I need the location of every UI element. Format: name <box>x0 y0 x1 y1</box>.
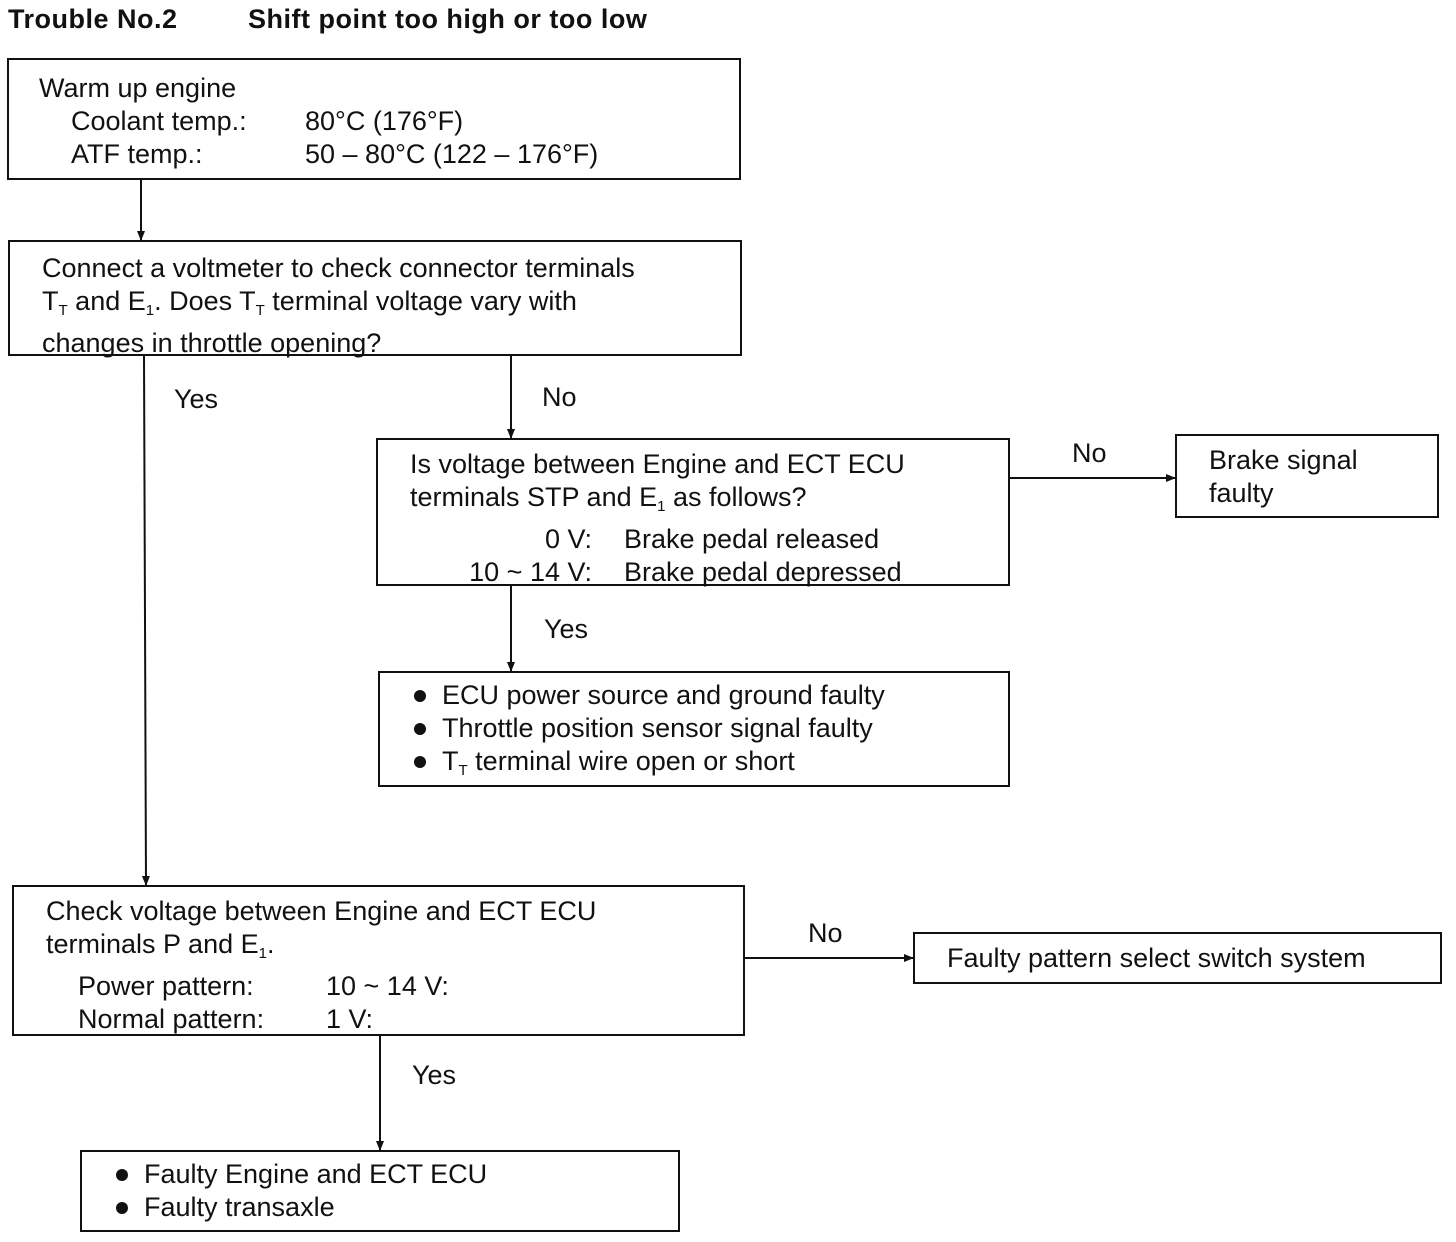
stp-voltage-box: Is voltage between Engine and ECT ECU te… <box>376 438 1010 589</box>
atf-value: 50 – 80°C (122 – 176°F) <box>305 139 599 169</box>
stp-depressed-value: 10 ~ 14 V: <box>469 557 592 587</box>
atf-row: ATF temp.: 50 – 80°C (122 – 176°F) <box>39 138 739 171</box>
stp-row-depressed: 10 ~ 14 V: Brake pedal depressed <box>410 556 1008 589</box>
voltmeter-does-t: . Does T <box>154 286 256 316</box>
voltmeter-e-sub: 1 <box>145 302 155 319</box>
label-no-pattern: No <box>808 918 843 948</box>
ecu-fault-t-sub: T <box>458 762 468 779</box>
voltmeter-t1: T <box>42 286 59 316</box>
normal-pattern-row: Normal pattern: 1 V: <box>46 1003 743 1036</box>
ecu-fault-t: T <box>442 746 459 776</box>
ecu-fault-text: terminal wire open or short <box>467 746 795 776</box>
bullet-icon <box>414 690 426 702</box>
voltmeter-box: Connect a voltmeter to check connector t… <box>8 240 742 358</box>
stp-depressed-desc: Brake pedal depressed <box>624 557 902 587</box>
power-pattern-value: 10 ~ 14 V: <box>326 971 449 1001</box>
warmup-box: Warm up engine Coolant temp.: 80°C (176°F… <box>7 58 741 180</box>
voltmeter-vary: terminal voltage vary with <box>264 286 577 316</box>
stp-line1: Is voltage between Engine and ECT ECU <box>410 449 905 479</box>
bullet-icon <box>116 1202 128 1214</box>
bullet-icon <box>414 723 426 735</box>
final-fault-item: Faulty transaxle <box>116 1191 678 1224</box>
ecu-fault-item: TT terminal wire open or short <box>414 745 1008 787</box>
voltmeter-t2-sub: T <box>255 302 265 319</box>
bullet-icon <box>414 756 426 768</box>
voltmeter-t1-sub: T <box>58 302 68 319</box>
brake-signal-box: Brake signal faulty <box>1175 434 1439 518</box>
stp-line2: terminals STP and E1 as follows? <box>410 481 1008 523</box>
brake-line2: faulty <box>1209 478 1274 508</box>
pattern-line2: terminals P and E1. <box>46 928 743 970</box>
final-fault-item: Faulty Engine and ECT ECU <box>116 1158 678 1191</box>
normal-pattern-value: 1 V: <box>326 1004 374 1034</box>
ecu-fault-item: Throttle position sensor signal faulty <box>414 712 1008 745</box>
power-pattern-label: Power pattern: <box>78 971 254 1001</box>
trouble-title: Shift point too high or too low <box>248 4 648 34</box>
pattern-switch-box: Faulty pattern select switch system <box>913 932 1442 984</box>
stp-e-sub: 1 <box>657 498 666 515</box>
pattern-terminals: terminals P and E <box>46 929 259 959</box>
label-no-main: No <box>542 382 577 412</box>
bullet-icon <box>116 1169 128 1181</box>
voltmeter-line3: changes in throttle opening? <box>42 328 382 358</box>
final-faults-box: Faulty Engine and ECT ECU Faulty transax… <box>80 1150 680 1232</box>
normal-pattern-label: Normal pattern: <box>78 1004 265 1034</box>
label-yes-main: Yes <box>174 384 219 414</box>
stp-terminals: terminals STP and E <box>410 482 658 512</box>
ecu-faults-box: ECU power source and ground faulty Throt… <box>378 671 1010 787</box>
ecu-fault-text: ECU power source and ground faulty <box>442 680 885 710</box>
pattern-e-sub: 1 <box>258 945 267 962</box>
atf-label: ATF temp.: <box>71 139 203 169</box>
coolant-label: Coolant temp.: <box>71 106 247 136</box>
final-fault-text: Faulty transaxle <box>144 1192 335 1222</box>
voltmeter-line1: Connect a voltmeter to check connector t… <box>42 253 635 283</box>
stp-row-released: 0 V: Brake pedal released <box>410 523 1008 556</box>
trouble-number: Trouble No.2 <box>8 4 178 34</box>
stp-as-follows: as follows? <box>665 482 807 512</box>
ecu-fault-text: Throttle position sensor signal faulty <box>442 713 873 743</box>
pattern-voltage-box: Check voltage between Engine and ECT ECU… <box>12 885 745 1036</box>
label-yes-stp: Yes <box>544 614 589 644</box>
brake-line1: Brake signal <box>1209 445 1358 475</box>
pattern-period: . <box>266 929 275 959</box>
voltmeter-line2: TT and E1. Does TT terminal voltage vary… <box>42 285 740 327</box>
label-no-brake: No <box>1072 438 1107 468</box>
stp-released-desc: Brake pedal released <box>624 524 880 554</box>
power-pattern-row: Power pattern: 10 ~ 14 V: <box>46 970 743 1003</box>
ecu-fault-item: ECU power source and ground faulty <box>414 679 1008 712</box>
voltmeter-and-e: and E <box>67 286 146 316</box>
coolant-row: Coolant temp.: 80°C (176°F) <box>39 105 739 138</box>
stp-released-value: 0 V: <box>544 524 592 554</box>
pattern-line1: Check voltage between Engine and ECT ECU <box>46 896 597 926</box>
coolant-value: 80°C (176°F) <box>305 106 464 136</box>
pattern-switch-line: Faulty pattern select switch system <box>947 943 1366 973</box>
label-yes-pattern: Yes <box>412 1060 457 1090</box>
final-fault-text: Faulty Engine and ECT ECU <box>144 1159 488 1189</box>
warmup-line: Warm up engine <box>39 73 237 103</box>
arrow-yes-to-pattern <box>141 355 150 886</box>
